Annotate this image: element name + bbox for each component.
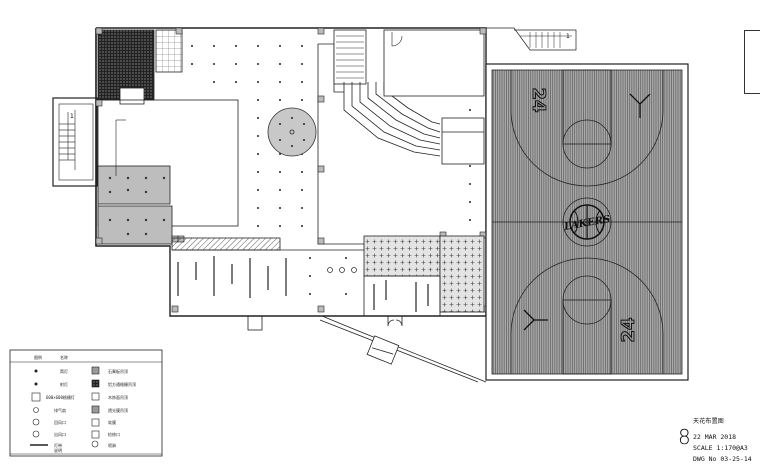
legend-right-4: 透光膜吊顶	[108, 407, 128, 413]
drawing-number: DWG No 03-25-14	[693, 455, 752, 463]
legend-right-2: 铝方通格栅吊顶	[108, 381, 136, 387]
left-stair	[52, 97, 98, 187]
central-core	[317, 29, 485, 245]
linear-lights	[177, 256, 429, 312]
legend-left-8: 说明	[54, 447, 62, 453]
legend-left-7: 灯带	[54, 442, 62, 448]
downlights-lobby	[309, 257, 347, 295]
sheet-number: 8	[678, 425, 691, 449]
legend-left-4: 排气扇	[54, 407, 66, 413]
court-emblem-bottom	[523, 309, 548, 331]
legend-right-6: 检修口	[108, 431, 120, 437]
legend-header-name: 名称	[60, 354, 68, 360]
legend-table	[9, 349, 163, 457]
grid-ceiling-block	[155, 29, 183, 73]
legend-right-7: 喷淋	[108, 442, 116, 448]
top-right-stair	[486, 27, 577, 51]
court-center-logo	[569, 204, 605, 240]
court-number-bottom: 24	[618, 317, 639, 342]
downlights-left-bay	[108, 176, 166, 236]
court-number-top: 24	[528, 87, 549, 112]
basketball-court: LAKERS 24 24	[485, 63, 689, 381]
legend-left-6: 出风口	[54, 431, 66, 437]
top-right-stair-label: 1	[566, 33, 570, 40]
corner-frame	[744, 30, 760, 94]
court-emblem-top	[629, 93, 651, 118]
legend-left-1: 筒灯	[60, 368, 68, 374]
legend-right-1: 石膏板吊顶	[108, 368, 128, 374]
drawing-scale: SCALE 1:170@A3	[693, 444, 748, 452]
round-feature-ceiling	[267, 107, 317, 157]
left-stair-label: 1	[70, 113, 74, 120]
legend-right-5: 软膜	[108, 419, 116, 425]
left-bay	[97, 99, 239, 245]
legend-left-5: 回风口	[54, 420, 66, 425]
title-block: 天花布置图 8 22 MAR 2018 SCALE 1:170@A3 DWG N…	[678, 416, 756, 468]
legend-header-symbol: 图例	[34, 354, 42, 360]
legend-right-3: 木饰面吊顶	[108, 394, 128, 400]
legend-left-2: 射灯	[60, 381, 68, 387]
legend-left-3: 600×600格栅灯	[46, 394, 75, 400]
drawing-title: 天花布置图	[693, 418, 725, 425]
bottom-lobby	[171, 235, 485, 316]
legend-symbols	[30, 366, 100, 448]
exhaust-fans	[327, 267, 357, 273]
drawing-date: 22 MAR 2018	[693, 433, 737, 441]
entrance	[247, 315, 487, 383]
